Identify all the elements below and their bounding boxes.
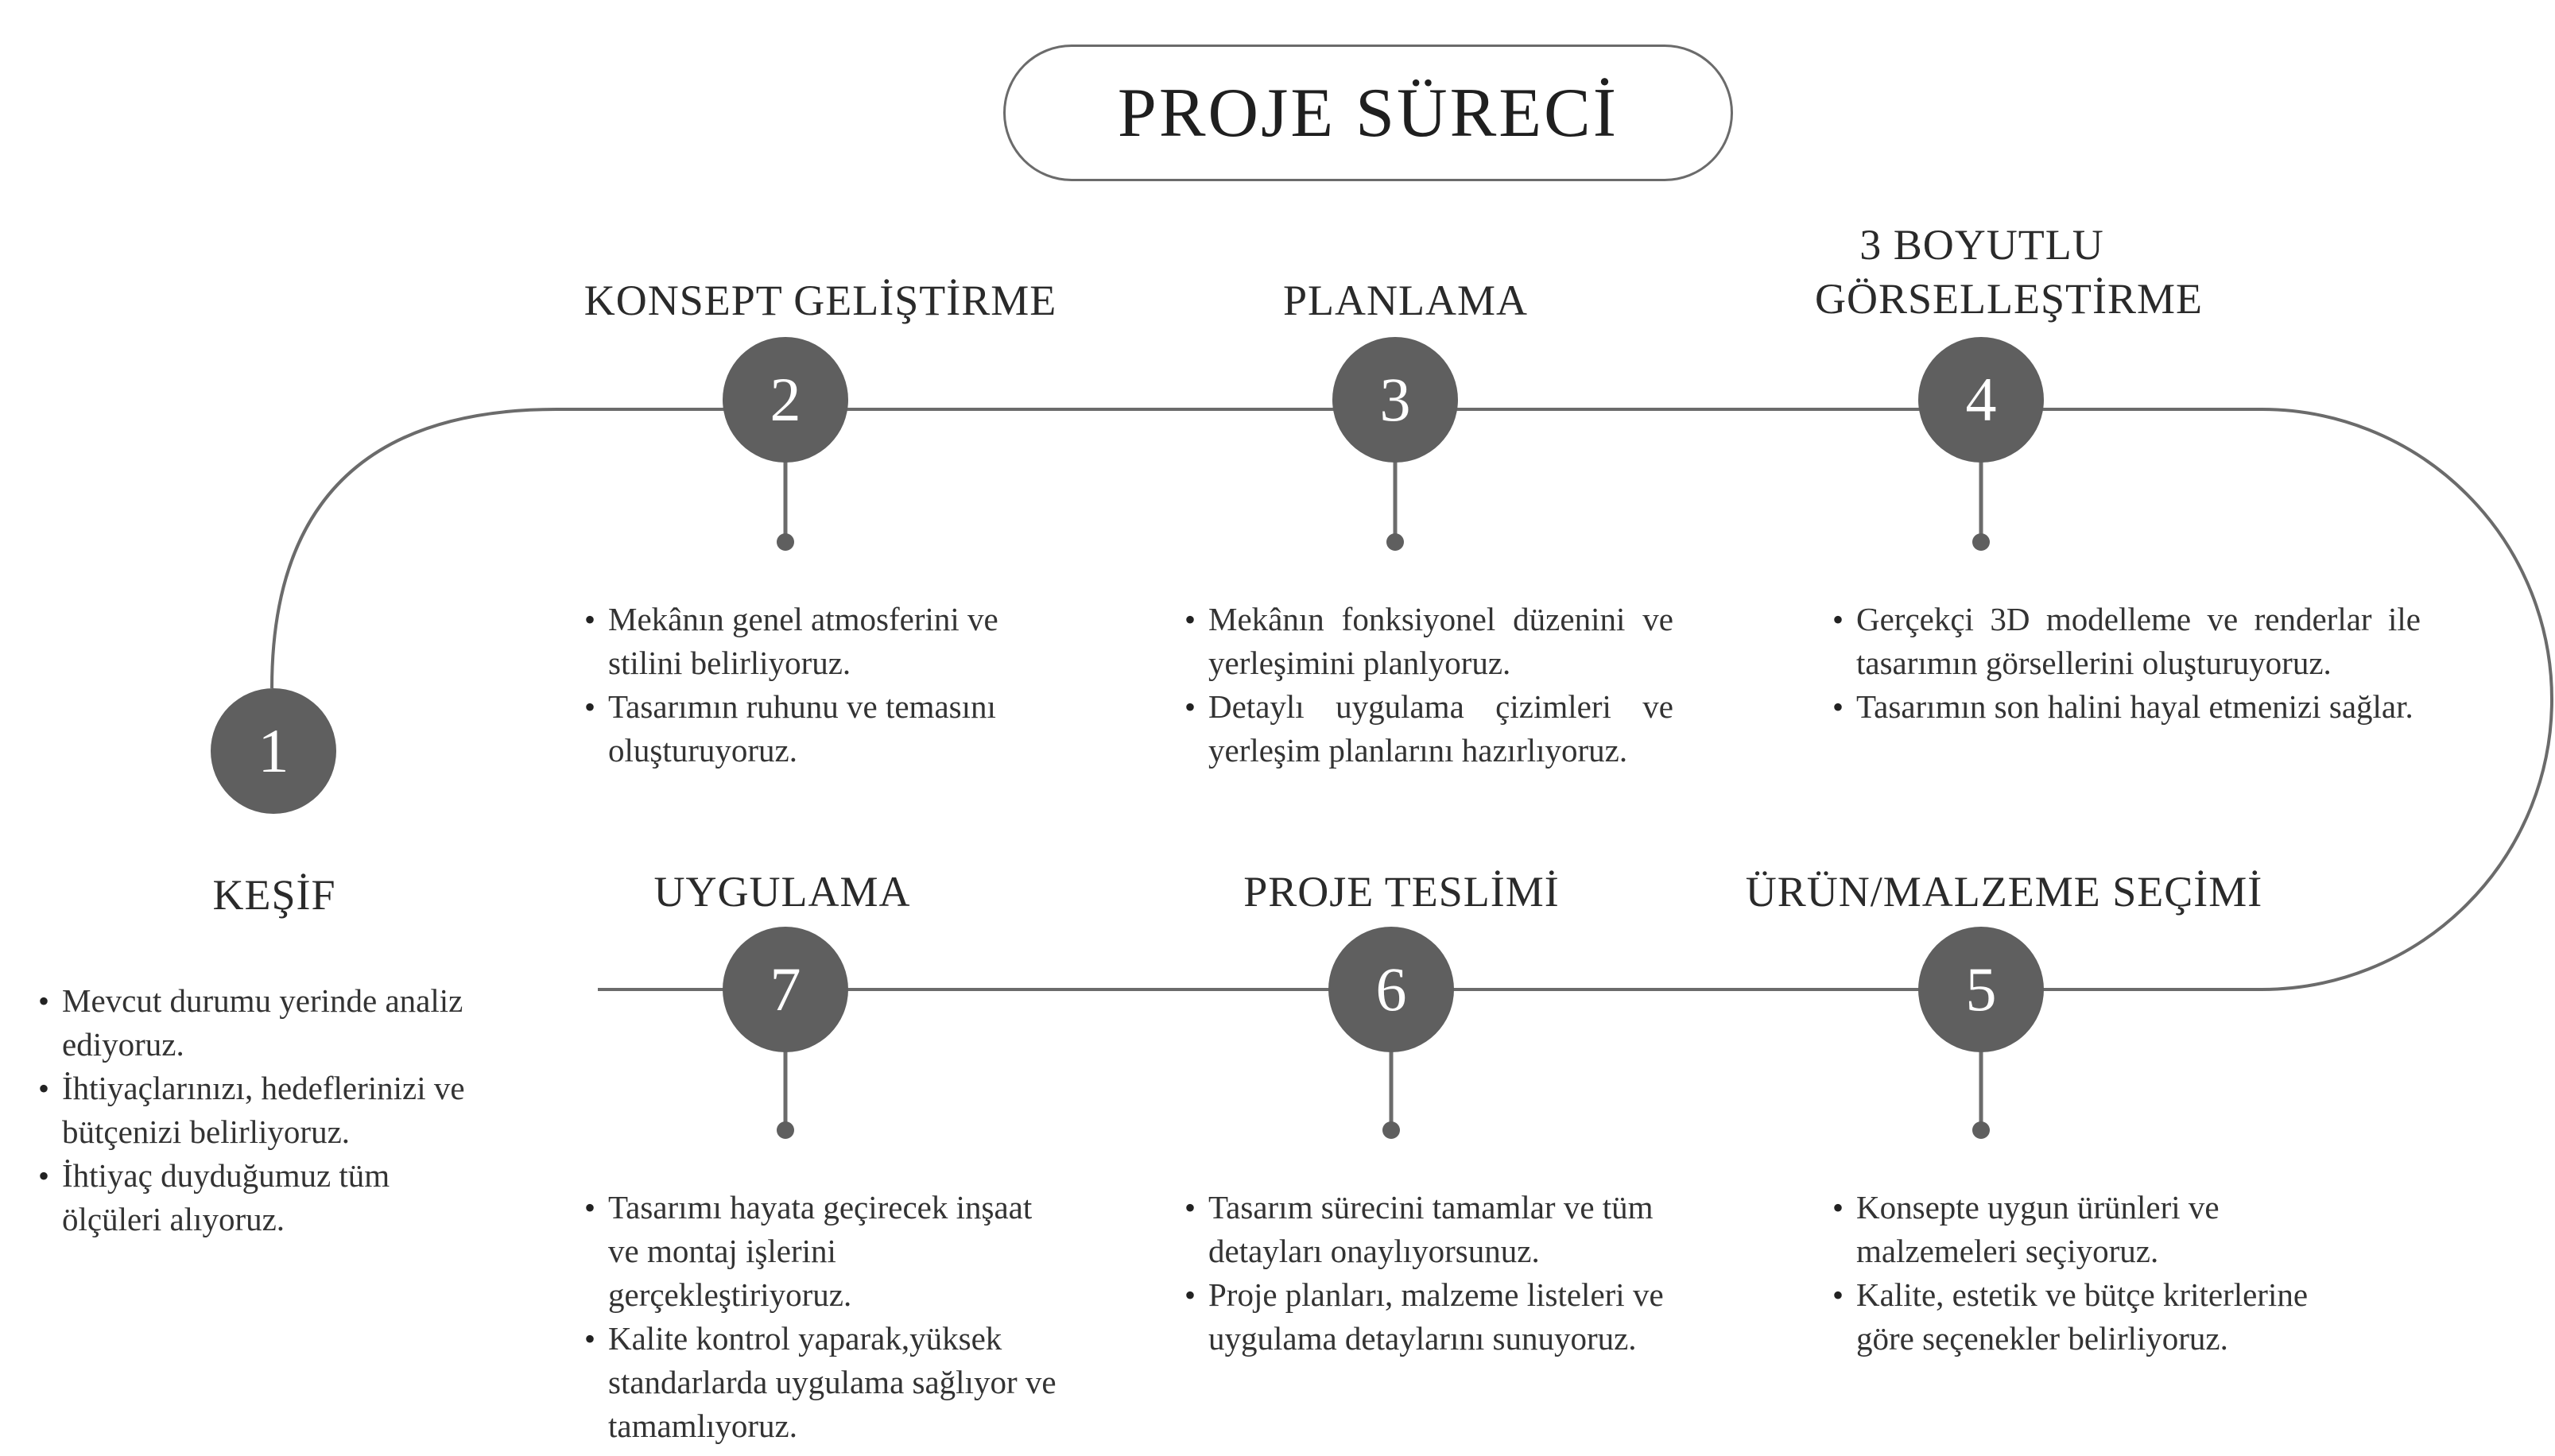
step-2-node: 2 <box>723 337 848 463</box>
stem-dot-2 <box>777 533 794 551</box>
step-2-bullet: Mekânın genel atmosferini ve stilini bel… <box>584 598 1061 685</box>
step-5-node: 5 <box>1918 927 2044 1052</box>
page-title: PROJE SÜRECİ <box>1003 45 1733 181</box>
step-2-title: KONSEPT GELİŞTİRME <box>584 277 1057 324</box>
step-5-bullet: Kalite, estetik ve bütçe kriterlerine gö… <box>1832 1273 2325 1361</box>
step-7-title: UYGULAMA <box>653 868 911 916</box>
step-4-bullets: Gerçekçi 3D modelleme ve renderlar ile t… <box>1832 598 2421 729</box>
step-2-bullets: Mekânın genel atmosferini ve stilini bel… <box>584 598 1061 773</box>
step-6-title: PROJE TESLİMİ <box>1243 868 1560 916</box>
step-1-title: KEŞİF <box>212 871 336 919</box>
step-3-title: PLANLAMA <box>1282 277 1528 324</box>
step-1-bullet: İhtiyaç duyduğumuz tüm ölçüleri alıyoruz… <box>38 1154 483 1241</box>
stem-dot-5 <box>1972 1121 1990 1139</box>
step-4-title: 3 BOYUTLU GÖRSELLEŞTİRME <box>1815 221 2204 323</box>
step-6-node: 6 <box>1328 927 1454 1052</box>
step-3-bullet: Mekânın fonksiyonel düzenini ve yerleşim… <box>1184 598 1673 685</box>
step-6-bullet: Tasarım sürecini tamamlar ve tüm detayla… <box>1184 1186 1725 1273</box>
step-2-bullet: Tasarımın ruhunu ve temasını oluşturuyor… <box>584 685 1061 773</box>
path-top-arc <box>270 408 2553 991</box>
stem-dot-4 <box>1972 533 1990 551</box>
stem-dot-3 <box>1386 533 1404 551</box>
stem-dot-6 <box>1382 1121 1400 1139</box>
step-5-title: ÜRÜN/MALZEME SEÇİMİ <box>1745 868 2263 916</box>
step-4-bullet: Gerçekçi 3D modelleme ve renderlar ile t… <box>1832 598 2421 685</box>
step-7-bullet: Kalite kontrol yaparak,yüksek standarlar… <box>584 1317 1061 1448</box>
step-5-bullets: Konsepte uygun ürünleri ve malzemeleri s… <box>1832 1186 2325 1361</box>
step-6-bullet: Proje planları, malzeme listeleri ve uyg… <box>1184 1273 1725 1361</box>
step-3-node: 3 <box>1332 337 1458 463</box>
step-4-node: 4 <box>1918 337 2044 463</box>
step-1-bullet: Mevcut durumu yerinde analiz ediyoruz. <box>38 979 483 1067</box>
step-6-bullets: Tasarım sürecini tamamlar ve tüm detayla… <box>1184 1186 1725 1361</box>
step-1-bullet: İhtiyaçlarınızı, hedeflerinizi ve bütçen… <box>38 1067 483 1154</box>
step-7-bullet: Tasarımı hayata geçirecek inşaat ve mont… <box>584 1186 1061 1317</box>
step-7-node: 7 <box>723 927 848 1052</box>
step-5-bullet: Konsepte uygun ürünleri ve malzemeleri s… <box>1832 1186 2325 1273</box>
step-1-node: 1 <box>211 688 336 814</box>
step-1-bullets: Mevcut durumu yerinde analiz ediyoruz. İ… <box>38 979 483 1241</box>
stem-dot-7 <box>777 1121 794 1139</box>
step-4-bullet: Tasarımın son halini hayal etmenizi sağl… <box>1832 685 2421 729</box>
step-3-bullet: Detaylı uygulama çizimleri ve yerleşim p… <box>1184 685 1673 773</box>
step-7-bullets: Tasarımı hayata geçirecek inşaat ve mont… <box>584 1186 1061 1448</box>
step-3-bullets: Mekânın fonksiyonel düzenini ve yerleşim… <box>1184 598 1673 773</box>
